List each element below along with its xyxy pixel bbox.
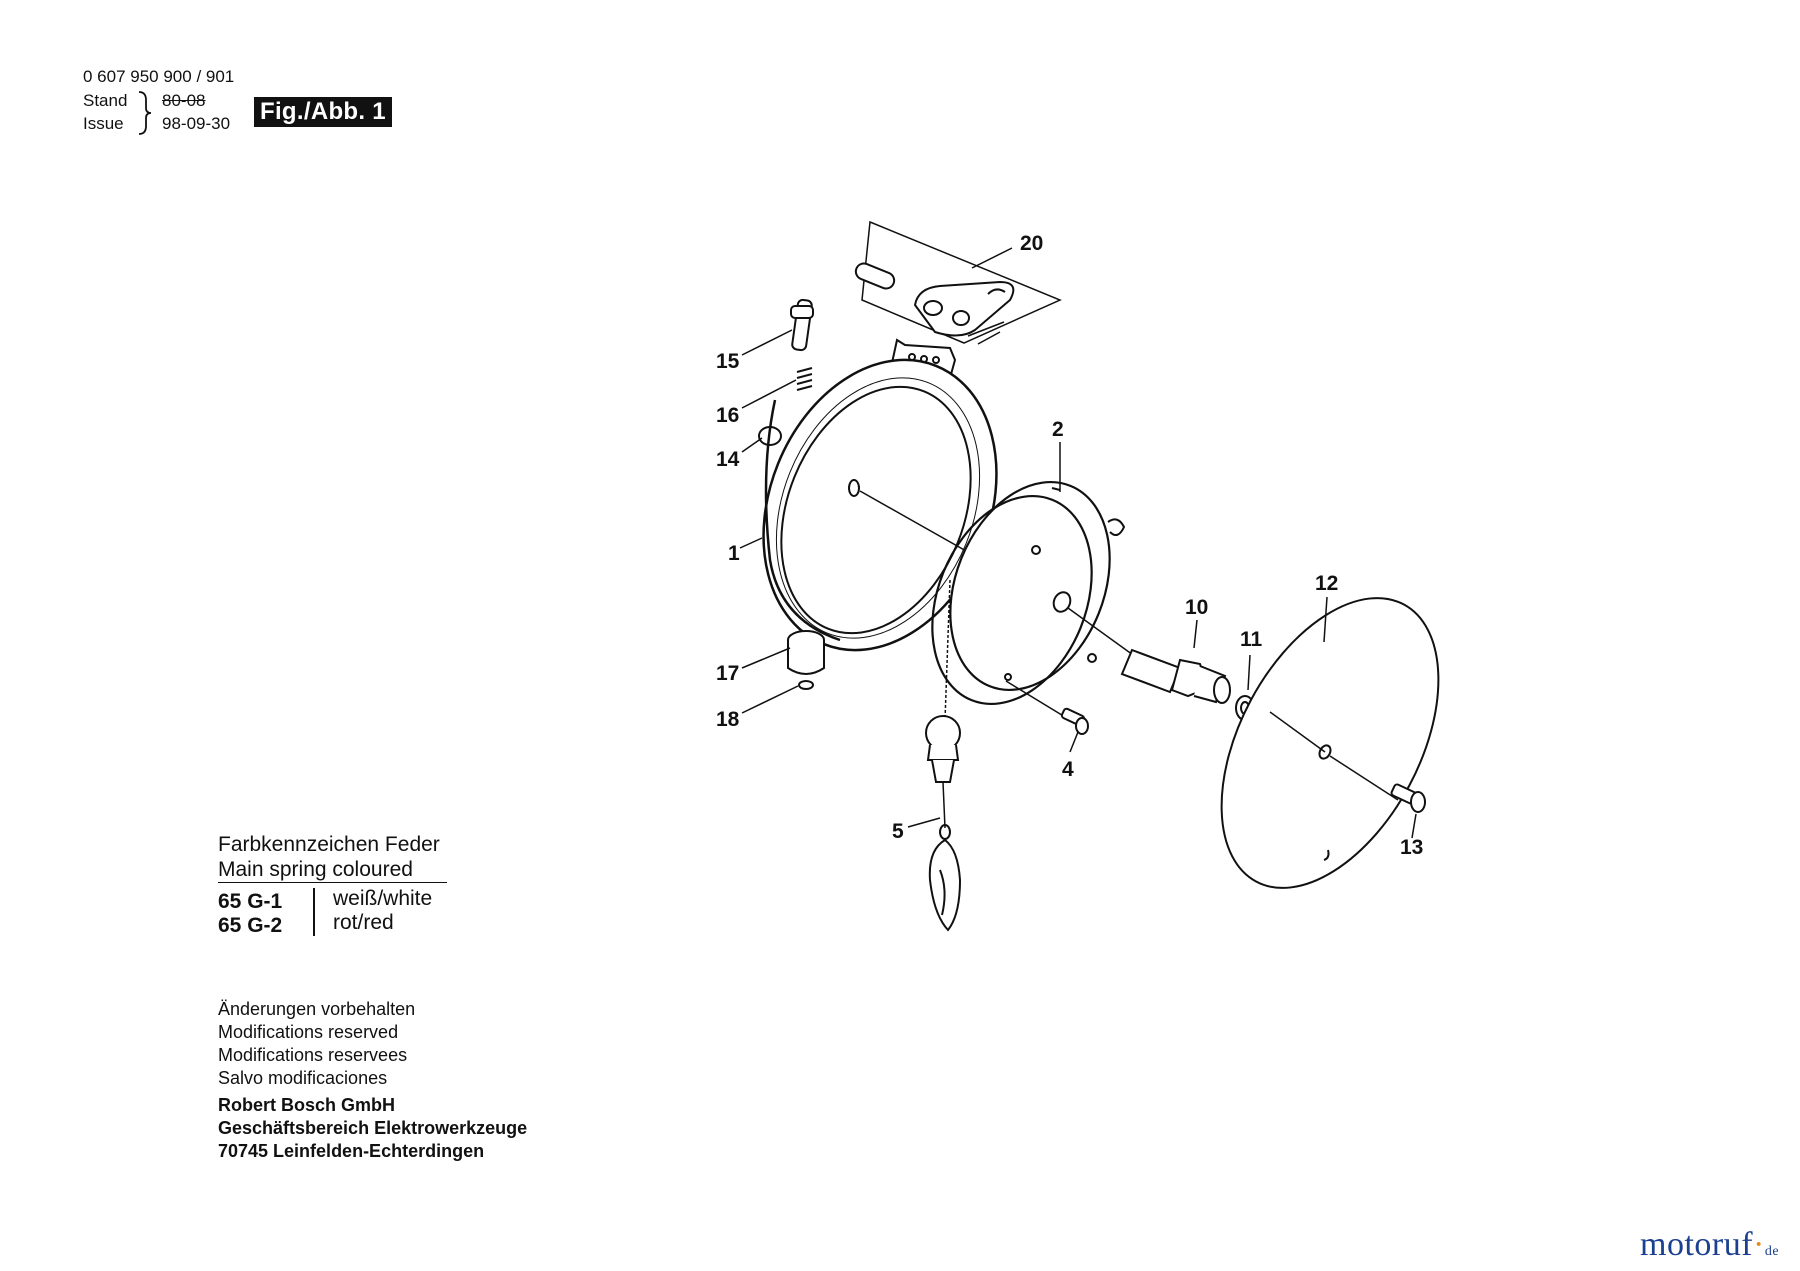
company-name: Robert Bosch GmbH	[218, 1095, 396, 1115]
spring-part-16	[796, 367, 813, 391]
brace-icon	[138, 91, 152, 135]
figure-badge: Fig./Abb. 1	[254, 97, 392, 127]
company-address: 70745 Leinfelden-Echterdingen	[218, 1141, 485, 1161]
callout-15: 15	[716, 350, 740, 373]
washer-part-18	[798, 680, 814, 690]
callout-10: 10	[1185, 596, 1208, 619]
screw-part-13	[1390, 783, 1426, 813]
callout-4: 4	[1062, 758, 1074, 781]
note-es: Salvo modificaciones	[218, 1068, 388, 1088]
note-fr: Modifications reservees	[218, 1045, 408, 1065]
callout-17: 17	[716, 662, 739, 685]
stand-value: 80-08	[162, 91, 206, 110]
legend-code-2: 65 G-2	[218, 914, 283, 937]
notes: Änderungen vorbehalten Modifications res…	[218, 998, 415, 1090]
note-de: Änderungen vorbehalten	[218, 999, 416, 1019]
brand-name: motoruf	[1640, 1226, 1754, 1263]
screw-part-4	[1060, 707, 1089, 735]
issue-value: 98-09-30	[162, 114, 231, 133]
screw-part-15	[790, 298, 814, 352]
bracket-assembly-part-20	[854, 220, 1062, 380]
callout-1: 1	[728, 542, 740, 565]
foot-part-17	[787, 630, 825, 675]
callout-12: 12	[1315, 572, 1338, 595]
legend-code-1: 65 G-1	[218, 890, 283, 913]
company-block: Robert Bosch GmbH Geschäftsbereich Elekt…	[218, 1094, 527, 1163]
callout-11: 11	[1240, 628, 1263, 651]
legend-color-2: rot/red	[333, 911, 394, 934]
legend-color-1: weiß/white	[333, 887, 433, 910]
brand-logo: motoruf·de	[1640, 1226, 1779, 1264]
drum-part-2	[931, 480, 1141, 721]
callout-18: 18	[716, 708, 740, 731]
part-number: 0 607 950 900 / 901	[83, 67, 235, 86]
brand-tld: de	[1764, 1244, 1780, 1259]
brand-dot: ·	[1753, 1226, 1765, 1263]
stand-label: Stand	[83, 91, 128, 110]
company-division: Geschäftsbereich Elektrowerkzeuge	[218, 1118, 528, 1138]
callout-20: 20	[1020, 232, 1043, 255]
shaft-part-10	[1120, 648, 1231, 704]
issue-label: Issue	[83, 114, 124, 133]
callout-14: 14	[716, 448, 740, 471]
callout-13: 13	[1400, 836, 1423, 859]
note-en: Modifications reserved	[218, 1022, 399, 1042]
legend-divider	[313, 888, 315, 936]
cable-and-hook-part-5	[925, 579, 962, 932]
callout-2: 2	[1052, 418, 1064, 441]
callout-16: 16	[716, 404, 739, 427]
legend-title-de: Farbkennzeichen Feder	[218, 833, 440, 856]
callout-5: 5	[892, 820, 904, 843]
cover-plate-part-12	[1220, 597, 1440, 889]
legend-title-en: Main spring coloured	[218, 857, 447, 883]
